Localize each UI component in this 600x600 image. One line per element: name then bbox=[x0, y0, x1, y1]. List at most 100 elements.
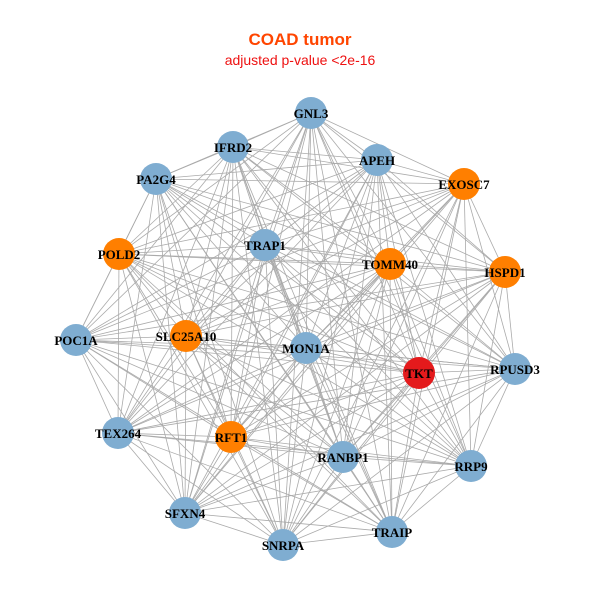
edge-IFRD2-HSPD1 bbox=[232, 146, 506, 273]
edge-MON1A-RANBP1 bbox=[305, 347, 344, 458]
edge-TRAP1-MON1A bbox=[264, 244, 307, 349]
edge-POLD2-TKT bbox=[118, 253, 420, 374]
edge-POLD2-RANBP1 bbox=[118, 253, 344, 458]
node-PA2G4[interactable]: PA2G4 bbox=[136, 163, 176, 195]
edge-PA2G4-RRP9 bbox=[155, 178, 472, 467]
edge-SFXN4-TRAIP bbox=[184, 512, 393, 533]
node-RPUSD3[interactable]: RPUSD3 bbox=[490, 353, 540, 385]
edge-APEH-TEX264 bbox=[117, 159, 378, 434]
node-circle bbox=[60, 324, 92, 356]
edge-TOMM40-SLC25A10 bbox=[185, 263, 391, 337]
edge-IFRD2-SLC25A10 bbox=[185, 146, 234, 337]
node-label: SFXN4 bbox=[165, 506, 206, 521]
edge-APEH-TOMM40 bbox=[376, 159, 391, 265]
edge-IFRD2-POLD2 bbox=[118, 146, 234, 255]
edge-GNL3-TRAIP bbox=[310, 112, 393, 533]
edge-EXOSC7-HSPD1 bbox=[463, 183, 506, 273]
edge-HSPD1-RRP9 bbox=[470, 271, 506, 467]
edge-APEH-RFT1 bbox=[230, 159, 378, 438]
edge-TEX264-SFXN4 bbox=[117, 432, 186, 514]
node-SLC25A10[interactable]: SLC25A10 bbox=[156, 320, 217, 352]
edge-POC1A-TKT bbox=[75, 339, 420, 374]
edge-IFRD2-POC1A bbox=[75, 146, 234, 341]
edge-POLD2-TEX264 bbox=[117, 253, 120, 434]
node-label: RFT1 bbox=[215, 430, 248, 445]
edge-RFT1-TRAIP bbox=[230, 436, 393, 533]
edge-IFRD2-APEH bbox=[232, 146, 378, 161]
edge-GNL3-POLD2 bbox=[118, 112, 312, 255]
edge-EXOSC7-SNRPA bbox=[282, 183, 465, 546]
node-label: RANBP1 bbox=[317, 450, 368, 465]
node-label: TRAIP bbox=[372, 525, 413, 540]
node-POLD2[interactable]: POLD2 bbox=[98, 238, 141, 270]
node-SNRPA[interactable]: SNRPA bbox=[262, 529, 305, 561]
node-label: SLC25A10 bbox=[156, 329, 217, 344]
edge-POLD2-SLC25A10 bbox=[118, 253, 187, 337]
edge-RFT1-RANBP1 bbox=[230, 436, 344, 458]
edge-EXOSC7-POC1A bbox=[75, 183, 465, 341]
edge-IFRD2-EXOSC7 bbox=[232, 146, 465, 185]
edge-APEH-RANBP1 bbox=[342, 159, 378, 458]
edge-TOMM40-TRAIP bbox=[389, 263, 393, 533]
edge-POLD2-MON1A bbox=[118, 253, 307, 349]
edge-RRP9-SNRPA bbox=[282, 465, 472, 546]
edge-SLC25A10-RRP9 bbox=[185, 335, 472, 467]
node-TEX264[interactable]: TEX264 bbox=[95, 417, 142, 449]
edge-POC1A-RRP9 bbox=[75, 339, 472, 467]
node-EXOSC7[interactable]: EXOSC7 bbox=[438, 168, 490, 200]
edge-HSPD1-SLC25A10 bbox=[185, 271, 506, 337]
node-TRAP1[interactable]: TRAP1 bbox=[244, 229, 286, 261]
edge-HSPD1-MON1A bbox=[305, 271, 506, 349]
edge-EXOSC7-RANBP1 bbox=[342, 183, 465, 458]
node-TOMM40[interactable]: TOMM40 bbox=[362, 248, 418, 280]
edge-TRAP1-TOMM40 bbox=[264, 244, 391, 265]
node-MON1A[interactable]: MON1A bbox=[282, 332, 330, 364]
edge-TOMM40-TEX264 bbox=[117, 263, 391, 434]
node-label: TEX264 bbox=[95, 426, 142, 441]
edge-GNL3-RFT1 bbox=[230, 112, 312, 438]
node-RFT1[interactable]: RFT1 bbox=[215, 421, 248, 453]
node-SFXN4[interactable]: SFXN4 bbox=[165, 497, 206, 529]
node-TRAIP[interactable]: TRAIP bbox=[372, 516, 413, 548]
node-circle bbox=[327, 441, 359, 473]
edge-APEH-SNRPA bbox=[282, 159, 378, 546]
node-label: TOMM40 bbox=[362, 257, 418, 272]
figure-subtitle: adjusted p-value <2e-16 bbox=[224, 52, 376, 68]
node-RANBP1[interactable]: RANBP1 bbox=[317, 441, 369, 473]
edge-TRAP1-POC1A bbox=[75, 244, 266, 341]
node-circle bbox=[102, 417, 134, 449]
edge-PA2G4-TRAIP bbox=[155, 178, 393, 533]
edge-RPUSD3-RRP9 bbox=[470, 368, 516, 467]
node-HSPD1[interactable]: HSPD1 bbox=[484, 256, 526, 288]
edge-SLC25A10-TRAIP bbox=[185, 335, 393, 533]
edge-MON1A-TEX264 bbox=[117, 347, 307, 434]
edge-APEH-SFXN4 bbox=[184, 159, 378, 514]
edge-EXOSC7-RPUSD3 bbox=[463, 183, 516, 370]
node-TKT[interactable]: TKT bbox=[403, 357, 435, 389]
edge-TRAP1-TRAIP bbox=[264, 244, 393, 533]
node-label: POLD2 bbox=[98, 247, 141, 262]
node-IFRD2[interactable]: IFRD2 bbox=[214, 131, 252, 163]
edge-APEH-POLD2 bbox=[118, 159, 378, 255]
edge-RPUSD3-SFXN4 bbox=[184, 368, 516, 514]
edge-SNRPA-TRAIP bbox=[282, 531, 393, 546]
node-APEH[interactable]: APEH bbox=[359, 144, 395, 176]
edge-TOMM40-RANBP1 bbox=[342, 263, 391, 458]
edge-POLD2-POC1A bbox=[75, 253, 120, 341]
edge-SLC25A10-RANBP1 bbox=[185, 335, 344, 458]
node-label: APEH bbox=[359, 153, 395, 168]
edge-PA2G4-RPUSD3 bbox=[155, 178, 516, 370]
edge-GNL3-SLC25A10 bbox=[185, 112, 312, 337]
edge-GNL3-SNRPA bbox=[282, 112, 312, 546]
edge-POLD2-SNRPA bbox=[118, 253, 284, 546]
node-label: POC1A bbox=[54, 333, 98, 348]
node-RRP9[interactable]: RRP9 bbox=[454, 450, 488, 482]
node-circle bbox=[103, 238, 135, 270]
node-POC1A[interactable]: POC1A bbox=[54, 324, 98, 356]
node-GNL3[interactable]: GNL3 bbox=[294, 97, 329, 129]
edge-TOMM40-SFXN4 bbox=[184, 263, 391, 514]
edge-IFRD2-RRP9 bbox=[232, 146, 472, 467]
